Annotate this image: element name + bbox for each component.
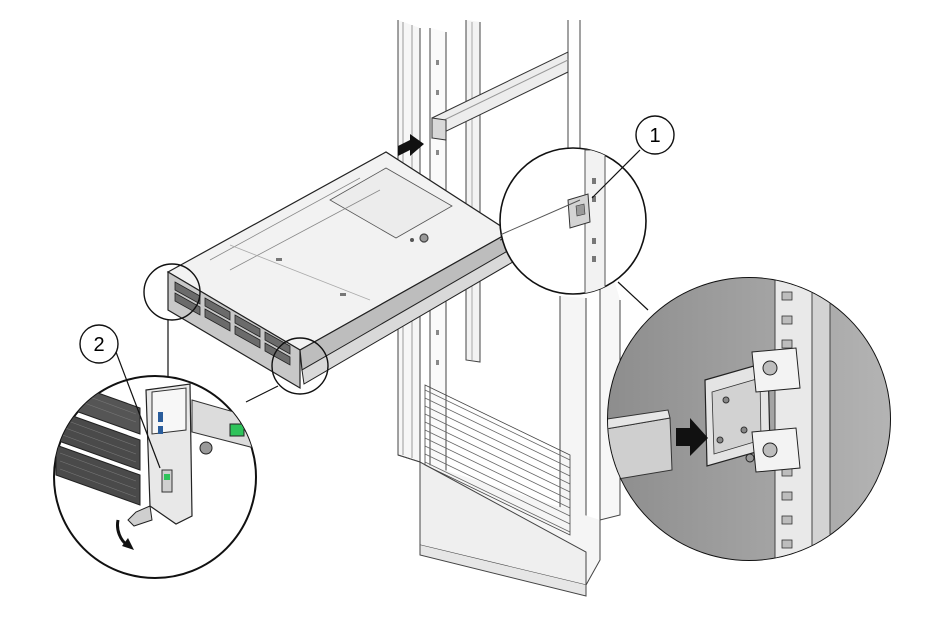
callout-2: 2 bbox=[79, 324, 119, 364]
push-arrow-icon bbox=[398, 134, 424, 156]
server-chassis bbox=[166, 151, 513, 390]
callout-1-label: 1 bbox=[649, 125, 660, 147]
server-drive-bays bbox=[174, 281, 291, 366]
callout-connectors bbox=[115, 149, 649, 469]
rotate-arrow-icon bbox=[116, 519, 134, 550]
zoom-detail-rail-bracket bbox=[607, 277, 891, 561]
server-detail-marker-right bbox=[271, 337, 329, 395]
rack-base-grille bbox=[424, 384, 571, 536]
callout-1: 1 bbox=[635, 115, 675, 155]
callout-2-label: 2 bbox=[93, 334, 104, 356]
rack-rail-upper bbox=[431, 51, 569, 141]
push-arrow-icon bbox=[676, 418, 708, 456]
zoom-detail-release-lever bbox=[53, 375, 257, 579]
server-detail-marker-left bbox=[143, 263, 201, 321]
zoom-detail-rail-lock bbox=[499, 147, 647, 295]
